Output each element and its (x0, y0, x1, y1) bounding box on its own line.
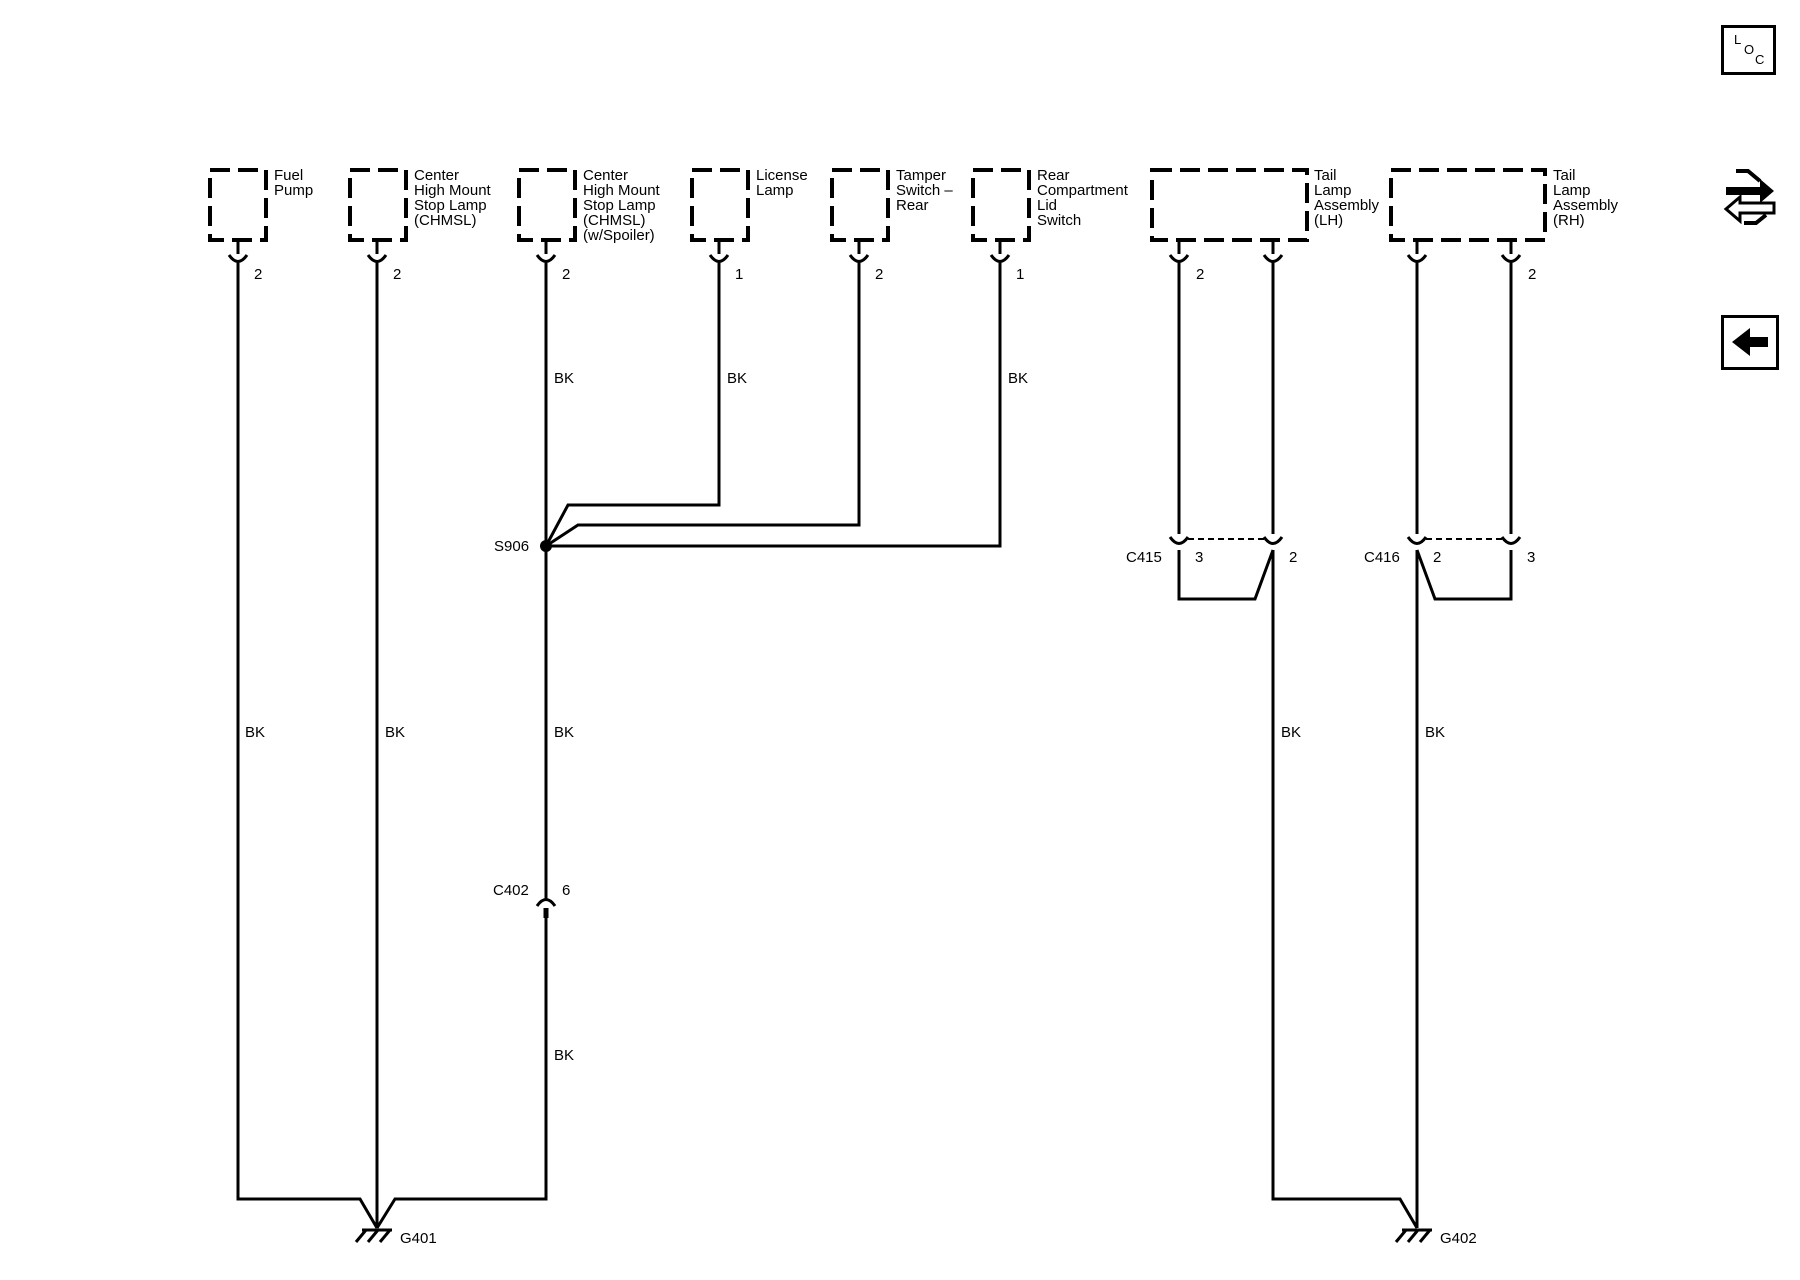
svg-text:6: 6 (562, 882, 570, 899)
wire-license-lamp (544, 262, 721, 547)
pin-tail-lh-a: 2 (1168, 240, 1204, 283)
svg-text:C: C (1755, 52, 1764, 67)
svg-text:2: 2 (393, 266, 401, 283)
svg-text:2: 2 (1289, 549, 1297, 566)
connector-c402: C402 6 (493, 882, 570, 918)
splice-s906: S906 (494, 538, 552, 555)
svg-text:G401: G401 (400, 1230, 437, 1247)
location-button[interactable]: L O C (1721, 25, 1776, 75)
svg-text:BK: BK (1281, 724, 1301, 741)
wire-c402-g401 (375, 918, 548, 1229)
wire-fuel-pump (236, 262, 379, 1229)
svg-text:3: 3 (1527, 549, 1535, 566)
svg-text:1: 1 (1016, 266, 1024, 283)
svg-text:2: 2 (1196, 266, 1204, 283)
svg-text:BK: BK (554, 370, 574, 387)
pin-tail-lh-b (1262, 240, 1284, 263)
wires (236, 262, 1513, 1229)
back-arrow-icon (1732, 328, 1768, 356)
svg-text:BK: BK (385, 724, 405, 741)
connector-c415: C415 3 2 (1126, 536, 1297, 566)
pin-tamper-switch: 2 (848, 240, 883, 283)
pin-chmsl: 2 (366, 240, 401, 283)
wire-tamper-switch (545, 262, 861, 548)
pin-fuel-pump: 2 (227, 240, 262, 283)
svg-text:3: 3 (1195, 549, 1203, 566)
pin-lid-switch: 1 (989, 240, 1024, 283)
wire-lid-switch (546, 262, 1002, 548)
pin-tail-rh-a (1406, 240, 1428, 263)
svg-text:2: 2 (254, 266, 262, 283)
svg-text:BK: BK (245, 724, 265, 741)
wire-c416-jumper (1415, 549, 1513, 601)
svg-text:G402: G402 (1440, 1230, 1477, 1247)
svg-text:S906: S906 (494, 538, 529, 555)
svg-text:BK: BK (727, 370, 747, 387)
svg-text:C402: C402 (493, 882, 529, 899)
loc-icon: L O C (1734, 32, 1764, 67)
svg-text:BK: BK (1008, 370, 1028, 387)
svg-text:2: 2 (562, 266, 570, 283)
svg-text:BK: BK (554, 724, 574, 741)
wire-color-labels: BK BK BK BK BK BK BK BK BK (245, 370, 1445, 1064)
ground-g401: G401 (354, 1228, 437, 1247)
svg-text:C416: C416 (1364, 549, 1400, 566)
svg-text:2: 2 (1528, 266, 1536, 283)
svg-text:1: 1 (735, 266, 743, 283)
svg-text:BK: BK (554, 1047, 574, 1064)
svg-text:O: O (1744, 42, 1754, 57)
pin-tail-rh-b: 2 (1500, 240, 1536, 283)
wire-c415-jumper (1177, 549, 1275, 601)
svg-text:C415: C415 (1126, 549, 1162, 566)
ground-g402: G402 (1394, 1228, 1477, 1247)
back-button[interactable] (1721, 315, 1779, 370)
wire-c415-g402 (1271, 550, 1419, 1229)
component-pins: 2 2 2 1 2 1 2 2 (227, 240, 1536, 283)
svg-text:2: 2 (1433, 549, 1441, 566)
svg-text:BK: BK (1425, 724, 1445, 741)
connector-swap-button[interactable] (1720, 165, 1780, 230)
pin-license-lamp: 1 (708, 240, 743, 283)
connector-c416: C416 2 3 (1364, 536, 1535, 566)
pin-chmsl-spoiler: 2 (535, 240, 570, 283)
svg-text:L: L (1734, 32, 1741, 47)
connector-swap-icon (1723, 169, 1776, 225)
svg-text:2: 2 (875, 266, 883, 283)
